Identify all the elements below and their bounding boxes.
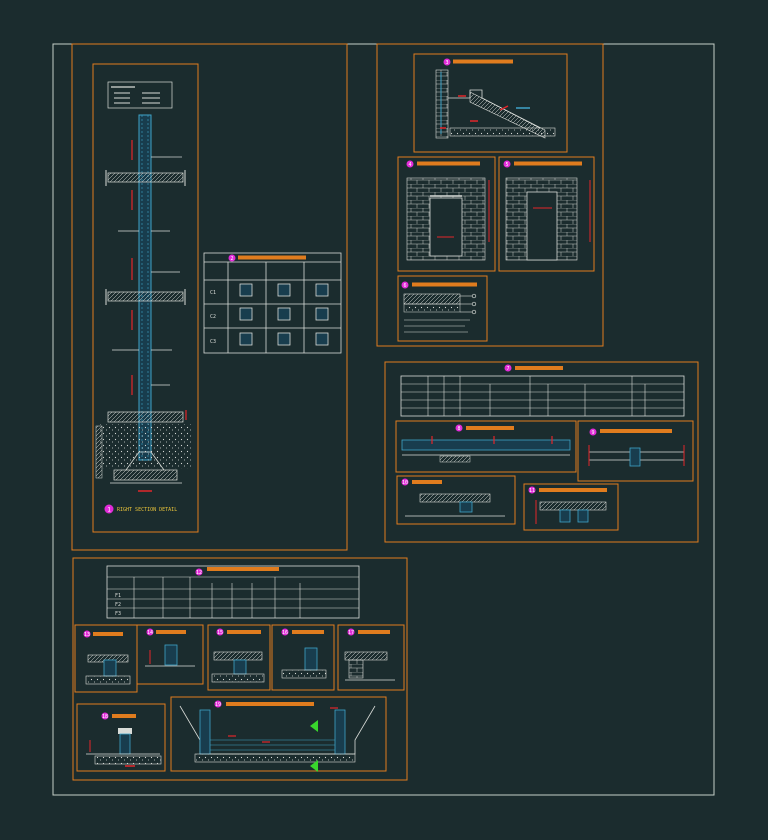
- svg-text:5: 5: [505, 162, 508, 168]
- column-section-caption: 1 RIGHT SECTION DETAIL: [104, 504, 177, 514]
- svg-text:F3: F3: [115, 611, 121, 617]
- svg-text:C2: C2: [210, 314, 216, 320]
- floor-slab-middle: [105, 289, 186, 305]
- svg-text:19: 19: [215, 702, 221, 708]
- svg-text:2: 2: [230, 256, 233, 262]
- beam-detail-b: 9: [577, 420, 694, 482]
- wall-opening-b: 5: [498, 156, 595, 272]
- beam-schedule-table: 7: [400, 364, 685, 417]
- pit-detail: 18: [76, 703, 166, 772]
- svg-text:13: 13: [84, 632, 90, 638]
- svg-text:9: 9: [591, 430, 594, 436]
- svg-text:16: 16: [282, 630, 288, 636]
- tank-section: 19: [170, 696, 387, 772]
- footing-detail-a: 13: [74, 624, 138, 693]
- svg-text:8: 8: [457, 426, 460, 432]
- column-footing: [95, 424, 192, 492]
- svg-text:1: 1: [107, 507, 111, 514]
- wall-opening-a: 4: [397, 156, 496, 272]
- column-legend: [107, 81, 173, 109]
- svg-text:C3: C3: [210, 339, 216, 345]
- beam-detail-c: 10: [396, 475, 516, 525]
- column-sections: [239, 283, 329, 346]
- svg-text:RIGHT SECTION DETAIL: RIGHT SECTION DETAIL: [117, 507, 177, 513]
- svg-text:3: 3: [445, 60, 448, 66]
- svg-text:18: 18: [102, 714, 108, 720]
- stair-detail: 3: [413, 53, 568, 153]
- panel-walls-stairs: 3 4 5: [376, 43, 604, 347]
- svg-text:4: 4: [408, 162, 411, 168]
- footing-detail-b: 14: [136, 624, 204, 685]
- column-leaders: [112, 156, 182, 386]
- footing-detail-c: 15: [207, 624, 271, 691]
- wall-section: 6: [397, 275, 488, 342]
- svg-text:15: 15: [217, 630, 223, 636]
- panel-column-section: 1 RIGHT SECTION DETAIL: [71, 43, 348, 551]
- floor-slab-ground: [107, 411, 184, 423]
- panel-beams: 7 8: [384, 361, 699, 543]
- svg-text:6: 6: [403, 283, 406, 289]
- column-shaft: [138, 114, 152, 461]
- panel-footings: 12 F1 F2 F3 13: [72, 557, 408, 781]
- svg-text:10: 10: [402, 480, 408, 486]
- column-dimensions: [131, 140, 187, 420]
- column-schedule-table: 2 C1 C2 C3: [203, 252, 342, 354]
- svg-text:F2: F2: [115, 602, 121, 608]
- svg-text:12: 12: [196, 570, 202, 576]
- svg-text:11: 11: [529, 488, 535, 494]
- beam-detail-d: 11: [523, 483, 619, 531]
- svg-text:7: 7: [506, 366, 509, 372]
- svg-text:F1: F1: [115, 593, 121, 599]
- svg-text:C1: C1: [210, 290, 216, 296]
- svg-text:17: 17: [348, 630, 354, 636]
- footing-detail-d: 16: [271, 624, 335, 691]
- beam-detail-a: 8: [395, 420, 577, 473]
- footing-detail-e: 17: [337, 624, 405, 691]
- svg-text:14: 14: [147, 630, 153, 636]
- floor-slab-upper: [105, 170, 186, 186]
- footing-schedule-table: 12 F1 F2 F3: [106, 565, 360, 619]
